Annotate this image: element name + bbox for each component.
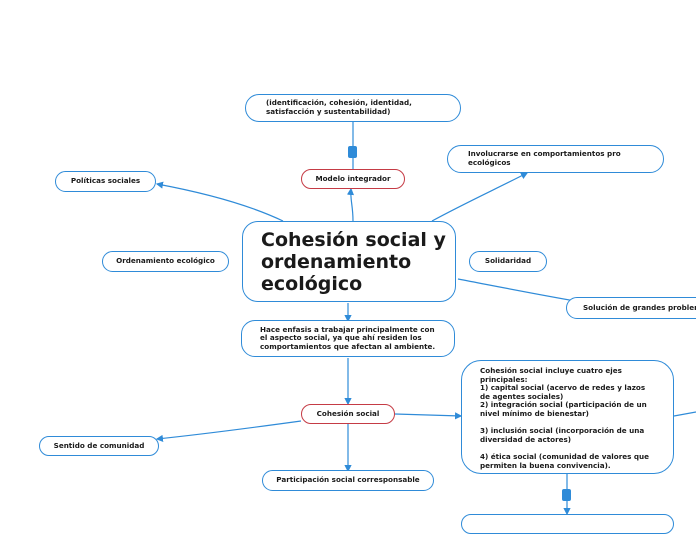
node-politicas-sociales-text: Políticas sociales [70, 176, 141, 186]
edge-central-involucrarse [431, 172, 529, 222]
edge-cohesion-ejes [394, 412, 463, 420]
edge-central-solucion [457, 278, 589, 306]
node-ordenamiento-ecologico-text: Ordenamiento ecológico [116, 256, 215, 266]
node-modelo-integrador-text: Modelo integrador [315, 173, 391, 183]
node-solidaridad-text: Solidaridad [484, 256, 532, 266]
connector-lines [155, 122, 696, 516]
node-cohesion-social-text: Cohesión social [316, 408, 380, 418]
node-solucion-problemas[interactable]: Solución de grandes problemas [566, 297, 696, 319]
node-identificacion[interactable]: (identificación, cohesión, identidad, sa… [245, 94, 461, 122]
node-identificacion-text: (identificación, cohesión, identidad, sa… [266, 98, 412, 116]
edge-central-modelo [346, 187, 355, 222]
node-involucrarse[interactable]: Involucrarse en comportamientos pro ecol… [447, 145, 664, 173]
node-partial-bottom[interactable] [461, 514, 674, 534]
node-participacion-social-text: Participación social corresponsable [276, 475, 420, 485]
node-hace-enfasis[interactable]: Hace enfasis a trabajar principalmente c… [241, 320, 455, 357]
central-topic[interactable]: Cohesión social y ordenamiento ecológico [242, 221, 456, 302]
node-sentido-comunidad-text: Sentido de comunidad [53, 440, 145, 450]
node-sentido-comunidad[interactable]: Sentido de comunidad [39, 436, 159, 456]
node-cuatro-ejes[interactable]: Cohesión social incluye cuatro ejes prin… [461, 360, 674, 474]
connector-handle-top[interactable] [348, 146, 357, 158]
edge-cohesion-sentido [155, 420, 302, 442]
node-cohesion-social[interactable]: Cohesión social [301, 404, 395, 424]
node-politicas-sociales[interactable]: Políticas sociales [55, 171, 156, 192]
node-ordenamiento-ecologico[interactable]: Ordenamiento ecológico [102, 251, 229, 272]
node-participacion-social[interactable]: Participación social corresponsable [262, 470, 434, 491]
edge-central-politicas [155, 181, 284, 222]
connector-handle-bottom[interactable] [562, 489, 571, 501]
node-involucrarse-text: Involucrarse en comportamientos pro ecol… [468, 149, 621, 167]
node-solidaridad[interactable]: Solidaridad [469, 251, 547, 272]
node-solucion-problemas-text: Solución de grandes problemas [583, 302, 696, 312]
node-cuatro-ejes-text: Cohesión social incluye cuatro ejes prin… [480, 366, 650, 470]
central-topic-title: Cohesión social y ordenamiento ecológico [261, 228, 446, 295]
node-hace-enfasis-text: Hace enfasis a trabajar principalmente c… [260, 324, 436, 351]
edge-ejes-right [673, 411, 696, 417]
node-modelo-integrador[interactable]: Modelo integrador [301, 169, 405, 189]
